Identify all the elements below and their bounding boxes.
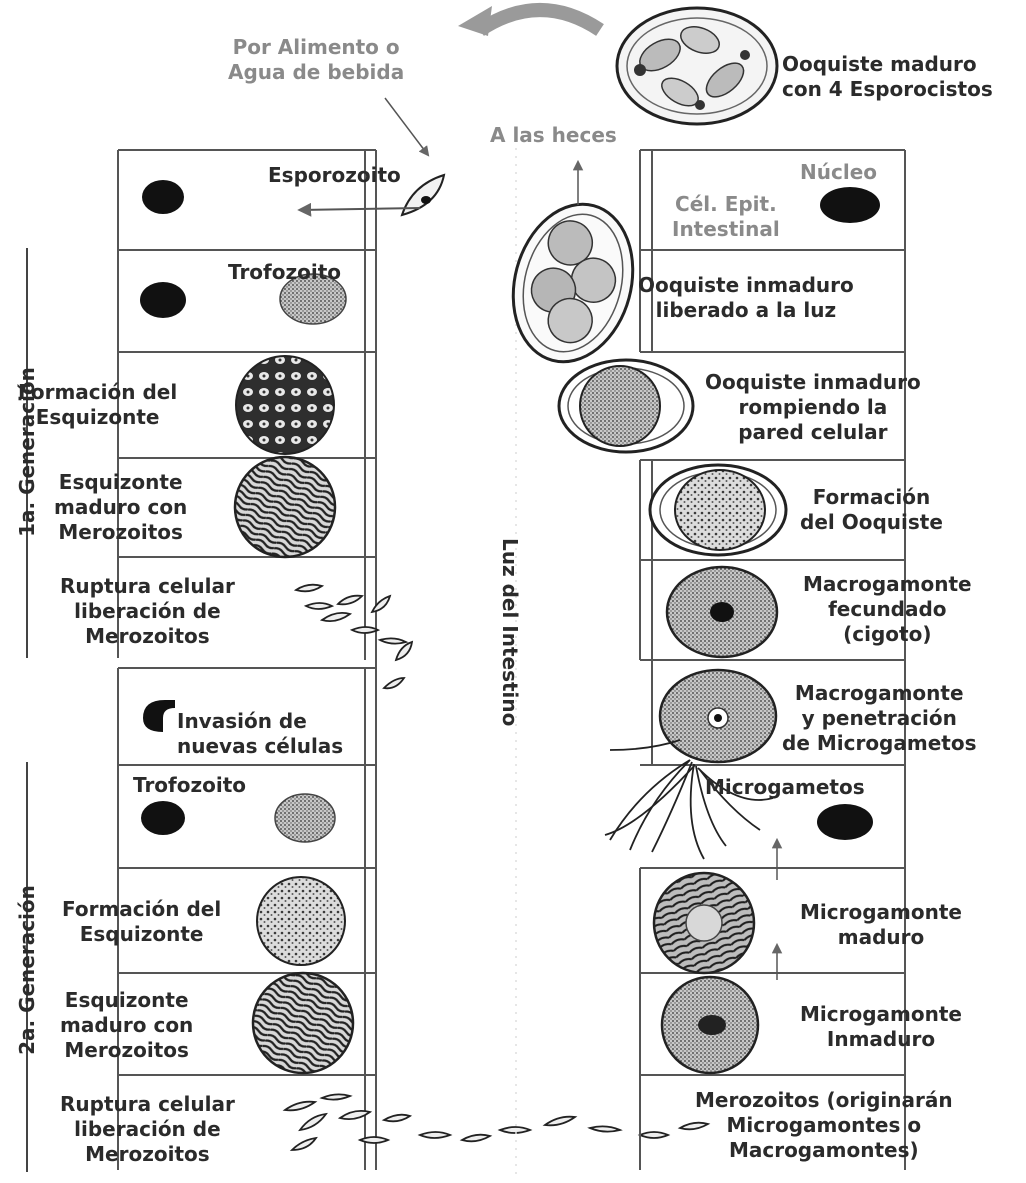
macrogamont-icon [660,670,776,762]
schizont-formation-1-label: Formación del Esquizonte [18,380,177,430]
fertilized-macrogamont-label: Macrogamonte fecundado (cigoto) [803,572,972,647]
microgametes-label: Microgametos [705,775,865,800]
oocyst-formation-label: Formación del Ooquiste [800,485,943,535]
merozoites-icon [285,1094,708,1150]
invasion-arrow [300,208,420,210]
merozoites-origin-label: Merozoitos (originarán Microgamontes o M… [695,1088,953,1163]
immature-oocyst-icon [496,191,649,376]
immature-microgamont-icon [662,977,758,1073]
oocyst-breaking-icon [559,360,693,452]
trophozoite-icon [275,794,335,842]
zygote-icon [667,567,777,657]
mature-oocyst-label: Ooquiste maduro con 4 Esporocistos [782,52,993,102]
cycle-arrow [480,10,600,30]
oocyst-formation-icon [650,465,786,555]
immature-oocyst-released-label: Ooquiste inmaduro liberado a la luz [638,273,854,323]
merozoites-icon [296,585,412,689]
schizont-icon [236,356,334,454]
trophozoite-1-label: Trofozoito [228,260,341,285]
source-food-water-label: Por Alimento o Agua de bebida [228,35,404,85]
intestinal-lumen-label: Luz del Intestino [498,538,522,718]
invasion-label: Invasión de nuevas células [177,709,343,759]
mature-oocyst-icon [617,8,777,124]
mature-microgamont-label: Microgamonte maduro [800,900,962,950]
schizont-icon [257,877,345,965]
generation-1-label: 1a. Generación [15,367,39,537]
mature-microgamont-icon [654,873,754,973]
nucleus-icon [143,700,175,732]
nucleus-icon [820,187,880,223]
immature-microgamont-label: Microgamonte Inmaduro [800,1002,962,1052]
rupture-1-label: Ruptura celular liberación de Merozoitos [60,574,235,649]
epithelial-cell-label: Cél. Epit. Intestinal [672,192,780,242]
ingestion-arrow [385,98,428,155]
nucleus-icon [817,804,873,840]
nucleus-icon [141,801,185,835]
mature-schizont-icon [235,457,335,557]
trophozoite-2-label: Trofozoito [133,773,246,798]
cycle-arrow-head [458,6,492,36]
macrogamont-penetration-label: Macrogamonte y penetración de Microgamet… [782,681,976,756]
nucleus-icon [142,180,184,214]
immature-oocyst-breaking-label: Ooquiste inmaduro rompiendo la pared cel… [705,370,921,445]
sporozoite-label: Esporozoito [268,163,401,188]
rupture-2-label: Ruptura celular liberación de Merozoitos [60,1092,235,1167]
nucleus-icon [140,282,186,318]
nucleus-label: Núcleo [800,160,877,185]
generation-2-label: 2a. Generación [15,885,39,1055]
mature-schizont-icon [253,973,353,1073]
mature-schizont-1-label: Esquizonte maduro con Merozoitos [54,470,187,545]
to-feces-label: A las heces [490,123,617,148]
mature-schizont-2-label: Esquizonte maduro con Merozoitos [60,988,193,1063]
schizont-formation-2-label: Formación del Esquizonte [62,897,221,947]
